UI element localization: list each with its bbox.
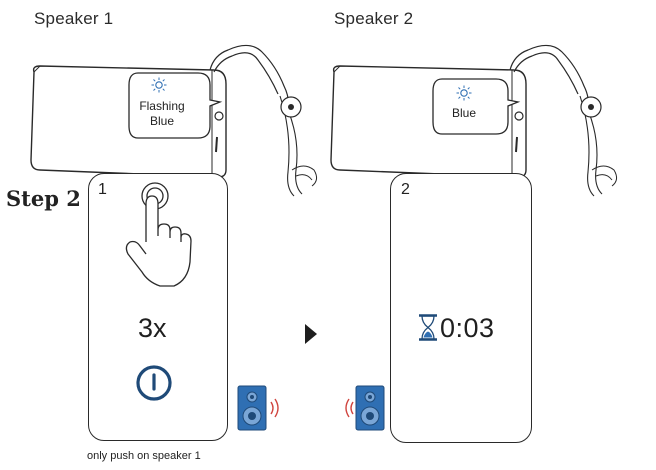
sun-icon <box>456 85 472 101</box>
hourglass-icon <box>419 314 437 341</box>
status-bubble-1 <box>128 72 223 139</box>
speaker2-title: Speaker 2 <box>334 9 414 28</box>
speaker-icon <box>237 385 279 431</box>
power-icon <box>136 365 172 401</box>
panel-1-number: 1 <box>98 181 107 198</box>
bubble-2-text: Blue <box>451 106 477 120</box>
note-text: only push on speaker 1 <box>87 450 201 462</box>
panel-2-number: 2 <box>401 181 410 198</box>
step-label: Step 2 <box>6 186 81 211</box>
status-bubble-2 <box>432 78 521 135</box>
bubble-1-line2: Blue <box>149 114 175 128</box>
speaker1-title: Speaker 1 <box>34 9 114 28</box>
arrow-right-icon <box>305 324 317 344</box>
sun-icon <box>151 77 167 93</box>
timer-text: 0:03 <box>440 313 495 343</box>
speaker-icon <box>345 385 385 431</box>
hand-press-icon <box>125 182 192 287</box>
phone-panel-2 <box>390 173 532 443</box>
press-count: 3x <box>138 313 167 343</box>
bubble-1-line1: Flashing <box>139 99 185 113</box>
